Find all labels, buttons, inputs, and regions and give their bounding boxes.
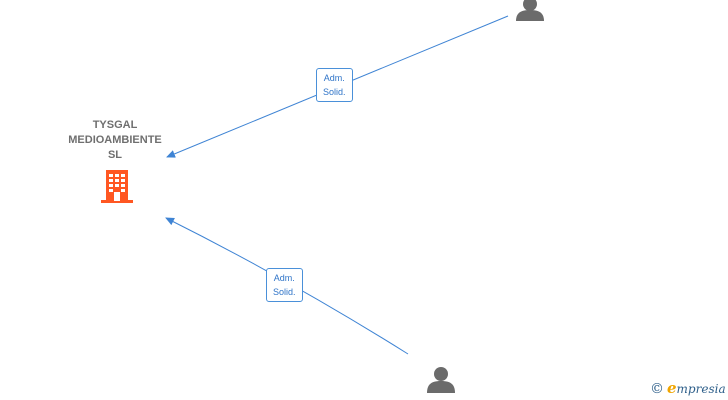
relation-label[interactable]: Adm. Solid.: [266, 268, 303, 302]
company-name-line-1: TYSGAL: [92, 119, 138, 131]
person-icon[interactable]: [425, 366, 457, 394]
company-name-line-3: SL: [107, 149, 123, 161]
company-name[interactable]: TYSGAL MEDIOAMBIENTE SL: [55, 118, 175, 163]
relation-label-line-2: Solid.: [273, 287, 296, 297]
relation-label[interactable]: Adm. Solid.: [316, 68, 353, 102]
empresia-logo: ©empresia: [650, 379, 726, 397]
building-icon[interactable]: [100, 168, 134, 204]
brand-initial: e: [667, 379, 677, 397]
relation-label-line-1: Adm.: [273, 273, 295, 283]
company-name-line-2: MEDIOAMBIENTE: [68, 134, 162, 146]
copyright-symbol: ©: [650, 381, 664, 397]
relation-label-line-1: Adm.: [323, 73, 345, 83]
relation-label-line-2: Solid.: [323, 87, 346, 97]
brand-name: mpresia: [676, 382, 726, 396]
person-icon[interactable]: [514, 0, 546, 22]
